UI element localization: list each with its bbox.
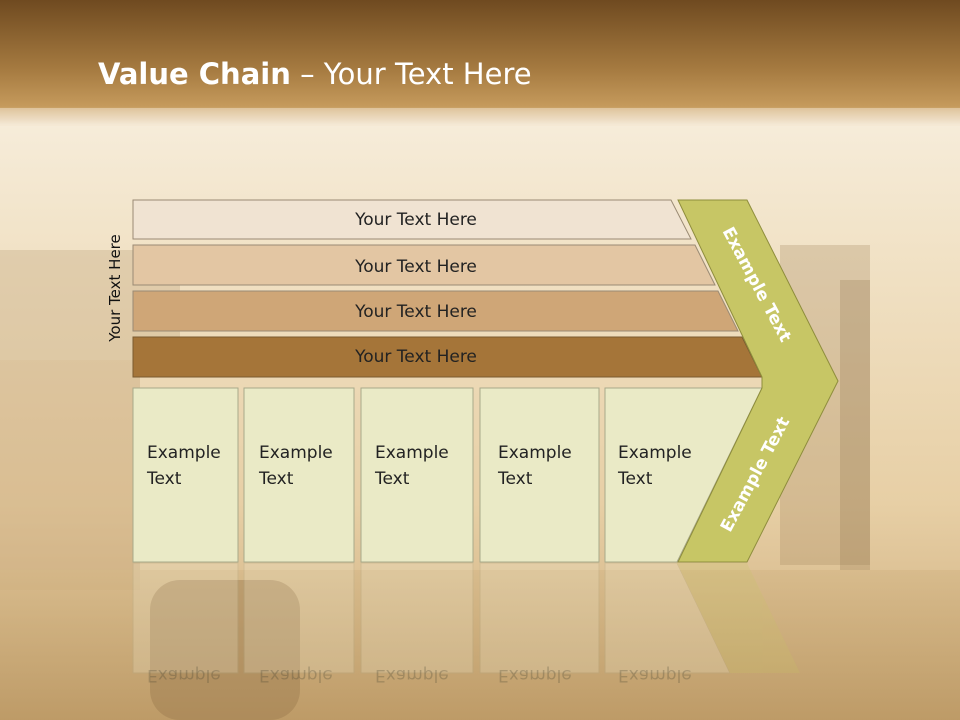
cell-4[interactable] (479, 387, 600, 563)
bar-3[interactable]: Your Text Here (132, 290, 739, 332)
bar-2[interactable]: Your Text Here (132, 244, 716, 286)
cell-4-line2: Text (498, 469, 533, 489)
cell-3-text: Example Text (375, 440, 470, 492)
cell-3-line1: Example (375, 443, 449, 463)
cell-3[interactable] (360, 387, 474, 563)
slide-title: Value Chain – Your Text Here (98, 54, 532, 94)
cell-5[interactable] (604, 387, 763, 563)
cell-4-text: Example Text (498, 440, 593, 492)
cell-5-line2: Text (618, 469, 653, 489)
cell-2-line1: Example (259, 443, 333, 463)
reflection-text-3: Example (375, 665, 449, 685)
cell-2-text: Example Text (259, 440, 354, 492)
reflection-text: Example Example Example Example Example (147, 665, 692, 685)
reflection-text-1: Example (147, 665, 221, 685)
cell-1-line2: Text (147, 469, 182, 489)
bar-3-label: Your Text Here (354, 302, 477, 322)
cell-2-line2: Text (259, 469, 294, 489)
bar-2-label: Your Text Here (354, 257, 477, 277)
cell-1[interactable] (132, 387, 239, 563)
cell-3-line2: Text (375, 469, 410, 489)
cell-1-text: Example Text (147, 440, 242, 492)
reflection-text-4: Example (498, 665, 572, 685)
reflection-text-2: Example (259, 665, 333, 685)
bar-1-label: Your Text Here (354, 210, 477, 230)
cell-5-text: Example Text (618, 440, 713, 492)
title-bold: Value Chain (98, 57, 291, 91)
diagram-reflection (132, 562, 800, 674)
cell-2[interactable] (243, 387, 355, 563)
reflection-text-5: Example (618, 665, 692, 685)
bar-4-label: Your Text Here (354, 347, 477, 367)
title-rest: – Your Text Here (290, 57, 532, 91)
cell-4-line1: Example (498, 443, 572, 463)
cell-1-line1: Example (147, 443, 221, 463)
bar-1[interactable]: Your Text Here (132, 199, 692, 240)
bar-4[interactable]: Your Text Here (132, 336, 763, 378)
cell-5-line1: Example (618, 443, 692, 463)
